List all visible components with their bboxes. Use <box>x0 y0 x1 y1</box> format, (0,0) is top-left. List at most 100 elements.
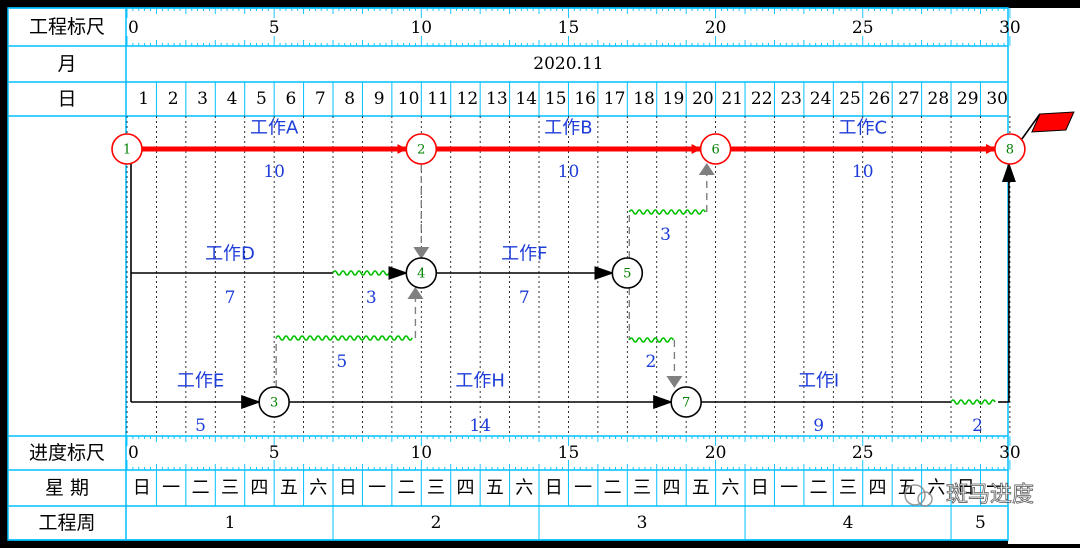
table-background <box>8 8 1008 540</box>
engineering-scale-label: 15 <box>558 18 580 38</box>
node-label: 8 <box>1006 143 1014 158</box>
top-border <box>0 0 1080 8</box>
weekday-cell: 一 <box>986 478 1004 499</box>
finish-flag-pole <box>1021 113 1041 140</box>
progress-scale-label: 30 <box>999 443 1021 463</box>
free-float-wave <box>628 337 675 343</box>
free-float-label: 3 <box>366 288 377 308</box>
day-number: 30 <box>986 89 1008 109</box>
weekday-cell: 一 <box>162 478 180 499</box>
weekday-cell: 六 <box>309 478 327 499</box>
engineering-scale-label: 10 <box>410 18 432 38</box>
engineering-scale-label: 20 <box>705 18 727 38</box>
activity-duration-label: 10 <box>558 162 580 182</box>
row-label-project-week: 工程周 <box>38 512 95 534</box>
day-number: 20 <box>692 89 714 109</box>
weekday-cell: 日 <box>133 478 151 499</box>
node-1[interactable] <box>111 133 143 165</box>
node-8[interactable] <box>994 133 1026 165</box>
day-number: 16 <box>574 89 596 109</box>
project-week-cell: 5 <box>975 513 986 533</box>
day-number: 17 <box>604 89 626 109</box>
node-7[interactable] <box>670 386 702 418</box>
finish-flag-icon <box>1031 111 1075 133</box>
day-number: 1 <box>138 89 149 109</box>
node-label: 3 <box>270 396 278 411</box>
month-value: 2020.11 <box>533 54 603 74</box>
day-number: 15 <box>545 89 567 109</box>
watermark-chat-icon-2 <box>917 491 933 507</box>
weekday-cell: 三 <box>633 478 651 499</box>
weekday-cell: 二 <box>604 478 622 499</box>
node-label: 6 <box>711 143 719 158</box>
day-number: 18 <box>633 89 655 109</box>
activity-name-label: 工作D <box>205 244 255 265</box>
virtual-link-float-label: 5 <box>336 352 347 372</box>
activity-duration-label: 7 <box>225 288 236 308</box>
weekday-cell: 日 <box>339 478 357 499</box>
day-number: 29 <box>957 89 979 109</box>
weekday-cell: 五 <box>280 478 298 499</box>
day-number: 28 <box>928 89 950 109</box>
virtual-link-float-label: 2 <box>645 352 656 372</box>
weekday-cell: 日 <box>957 478 975 499</box>
activity-name-label: 工作H <box>455 371 505 392</box>
progress-scale-label: 20 <box>705 443 727 463</box>
activity-name-label: 工作A <box>250 118 299 139</box>
activity-name-label: 工作F <box>501 244 547 265</box>
node-label: 7 <box>682 396 690 411</box>
free-float-wave <box>332 270 394 276</box>
day-number: 22 <box>751 89 773 109</box>
activity-duration-label: 7 <box>519 288 530 308</box>
weekday-cell: 三 <box>427 478 445 499</box>
free-float-wave <box>950 399 996 405</box>
activity-name-label: 工作C <box>838 118 887 139</box>
free-float-wave <box>275 335 413 341</box>
weekday-cell: 六 <box>721 478 739 499</box>
weekday-cell: 四 <box>868 478 886 499</box>
project-week-cell: 4 <box>843 513 854 533</box>
day-number: 19 <box>663 89 685 109</box>
free-float-label: 2 <box>972 416 983 436</box>
day-number: 14 <box>515 89 537 109</box>
weekday-cell: 二 <box>810 478 828 499</box>
project-week-cell: 1 <box>225 513 236 533</box>
engineering-scale-label: 30 <box>999 18 1021 38</box>
row-label-day: 日 <box>57 88 76 110</box>
day-number: 25 <box>839 89 861 109</box>
node-label: 5 <box>623 267 631 282</box>
node-label: 2 <box>417 143 425 158</box>
node-5[interactable] <box>611 257 644 289</box>
node-label: 1 <box>123 143 131 158</box>
day-number: 6 <box>285 89 296 109</box>
activity-duration-label: 9 <box>813 416 824 436</box>
weekday-cell: 一 <box>780 478 798 499</box>
day-number: 23 <box>780 89 802 109</box>
weekday-cell: 三 <box>221 478 239 499</box>
activity-name-label: 工作E <box>177 371 224 392</box>
node-label: 4 <box>417 267 425 282</box>
project-week-cell: 3 <box>637 513 648 533</box>
day-number: 2 <box>168 89 179 109</box>
engineering-scale-label: 5 <box>269 18 280 38</box>
right-margin <box>1008 0 1080 544</box>
weekday-cell: 一 <box>574 478 592 499</box>
engineering-scale-label: 0 <box>128 18 139 38</box>
virtual-link-float-label: 3 <box>660 225 671 245</box>
node-3[interactable] <box>258 386 290 418</box>
node-4[interactable] <box>405 257 438 289</box>
day-number: 9 <box>374 89 385 109</box>
day-number: 7 <box>315 89 326 109</box>
day-number: 27 <box>898 89 920 109</box>
weekday-cell: 六 <box>515 478 533 499</box>
node-6[interactable] <box>699 133 732 165</box>
free-float-wave <box>628 209 707 215</box>
progress-scale-label: 25 <box>852 443 874 463</box>
node-2[interactable] <box>405 133 438 165</box>
weekday-cell: 五 <box>692 478 710 499</box>
row-label-engineering-scale: 工程标尺 <box>29 16 105 38</box>
day-number: 5 <box>256 89 267 109</box>
weekday-cell: 一 <box>368 478 386 499</box>
